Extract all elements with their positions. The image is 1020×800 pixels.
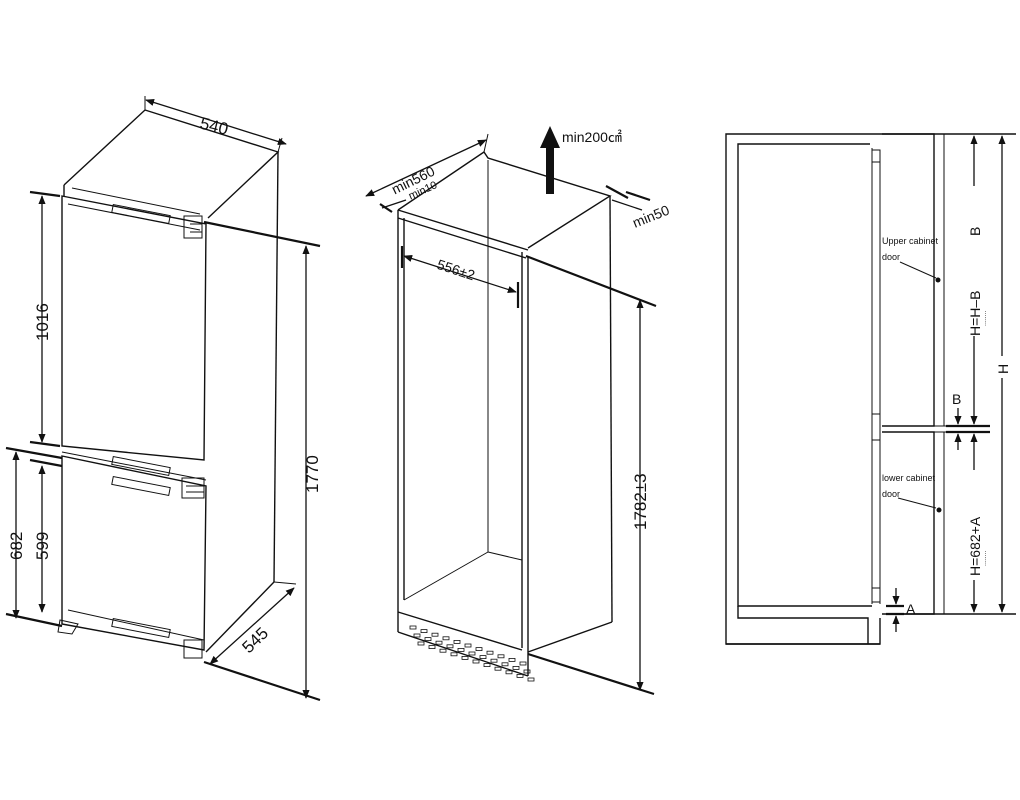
dim-inner-width-label: 556±2 <box>435 256 477 283</box>
upper-door-label-line1: Upper cabinet <box>882 236 939 246</box>
section-hinge <box>871 413 881 441</box>
vent-slot <box>420 629 428 633</box>
lower-formula-sub: ........ <box>981 550 988 566</box>
fridge-foot <box>57 619 79 635</box>
dim-gap-side-label: min50 <box>630 202 672 231</box>
niche-cabinet <box>397 151 613 677</box>
vent-slot <box>453 640 461 644</box>
dim-niche-height: 1782±3 <box>525 254 657 696</box>
vent-grille <box>409 625 535 682</box>
lower-door-label: lower cabinet door <box>882 473 942 513</box>
vent-slot <box>413 633 421 638</box>
fridge-drawing: 540 1016 682 599 1770 <box>5 96 322 702</box>
vent-slot <box>424 637 432 641</box>
vent-slot <box>516 674 524 678</box>
vent-slot <box>512 666 520 670</box>
niche-drawing: min200㎠ min560 min10 min50 556±2 <box>365 126 672 696</box>
vent-slot <box>497 654 505 659</box>
hinge-bottom <box>183 639 203 659</box>
vent-slot <box>501 662 509 667</box>
vent-slot <box>417 641 425 646</box>
vent-slot <box>457 648 465 652</box>
dim-lower-inner: 599 <box>29 458 63 613</box>
dim-total-h: H <box>994 135 1011 613</box>
vent-slot <box>486 650 494 655</box>
lower-door-label-line2: door <box>882 489 900 499</box>
vent-slot <box>508 658 516 662</box>
dim-lower-inner-label: 599 <box>33 532 52 560</box>
dim-total-height: 1770 <box>203 220 322 702</box>
fridge-upper-door <box>61 195 207 461</box>
vent-slot <box>439 648 447 653</box>
dim-width-label: 540 <box>198 114 230 139</box>
gap-b-label: B <box>952 391 961 407</box>
section-drawing: Upper cabinet door lower cabinet door H=… <box>725 133 1016 645</box>
vent-slot <box>450 652 458 657</box>
dim-upper-door: H=H–B ........ B <box>966 135 988 425</box>
section-cabinet <box>725 133 1016 645</box>
dim-lower-door: H=682+A ........ <box>966 433 988 613</box>
total-h-label: H <box>995 364 1011 374</box>
vent-slot <box>464 643 472 648</box>
dim-depth-label: 545 <box>239 624 273 657</box>
hinge-middle <box>181 477 205 499</box>
dim-upper-height-label: 1016 <box>33 303 52 341</box>
fridge-lower-door <box>57 451 207 659</box>
vent-slot <box>431 632 439 637</box>
vent-slot <box>527 677 535 682</box>
fridge-body <box>63 109 280 653</box>
dim-width: 540 <box>144 96 287 153</box>
dim-depth: 545 <box>209 581 297 665</box>
vent-slot <box>490 658 498 663</box>
vent-slot <box>505 670 513 675</box>
vent-slot <box>494 666 502 671</box>
upper-formula-b: B <box>967 227 983 236</box>
hinge-top <box>183 215 203 239</box>
vent-slot <box>472 659 480 664</box>
upper-door-label: Upper cabinet door <box>882 236 941 283</box>
dim-lower-outer: 682 <box>5 446 63 628</box>
ventilation-arrow: min200㎠ <box>540 126 622 194</box>
vent-slot <box>475 647 483 651</box>
upper-formula-sub: ........ <box>981 310 988 326</box>
ventilation-label: min200㎠ <box>562 129 622 145</box>
dim-total-height-label: 1770 <box>303 455 322 493</box>
dim-gap-b: B <box>946 391 990 450</box>
lower-formula: H=682+A <box>967 516 983 576</box>
vent-slot <box>523 669 531 674</box>
upper-formula: H=H–B <box>967 290 983 336</box>
vent-slot <box>483 663 491 667</box>
vent-slot <box>479 655 487 659</box>
vent-slot <box>468 651 476 656</box>
dim-lower-outer-label: 682 <box>7 532 26 560</box>
dim-gap-side: min50 <box>605 185 672 231</box>
upper-door-label-line2: door <box>882 252 900 262</box>
dim-niche-height-label: 1782±3 <box>631 473 650 530</box>
vent-slot <box>442 636 450 641</box>
vent-slot <box>409 625 417 630</box>
gap-a-label: A <box>906 601 916 617</box>
vent-slot <box>435 640 443 645</box>
dim-inner-width: 556±2 <box>400 246 520 308</box>
dim-gap-a: A <box>886 588 916 632</box>
vent-slot <box>446 644 454 649</box>
vent-slot <box>428 645 436 649</box>
vent-slot <box>461 656 469 660</box>
vent-slot <box>519 661 527 666</box>
dim-upper-height: 1016 <box>29 190 61 448</box>
lower-door-label-line1: lower cabinet <box>882 473 936 483</box>
